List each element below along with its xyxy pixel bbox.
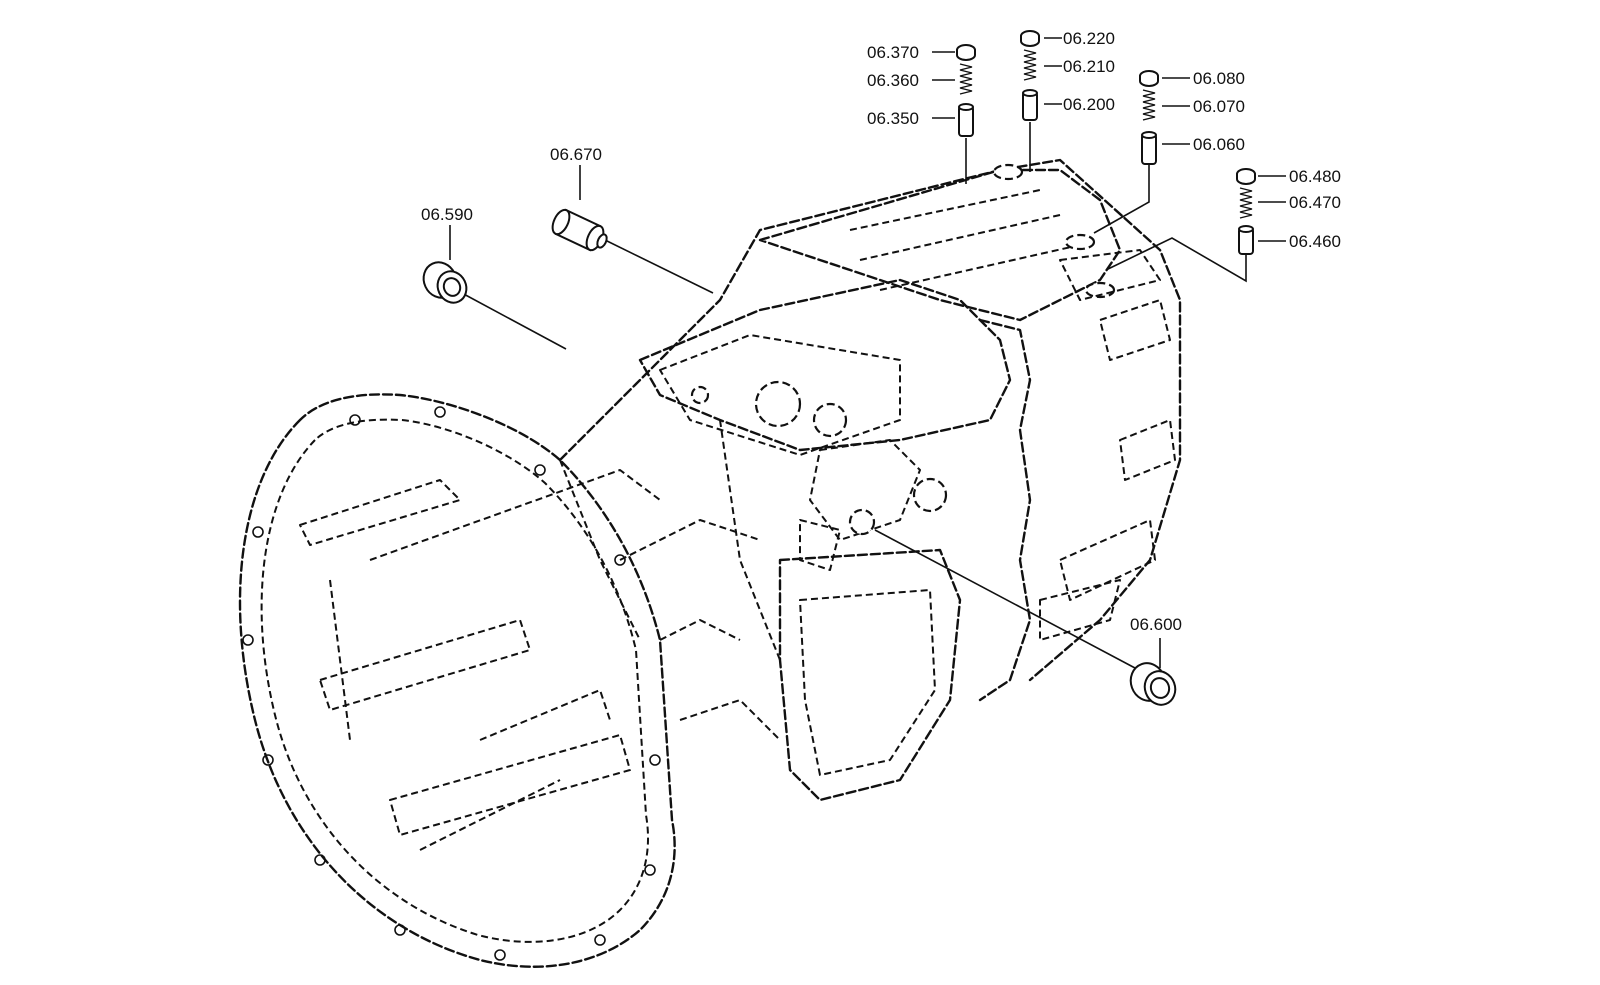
part-06-060-pin <box>1141 131 1157 165</box>
callout-06-470: 06.470 <box>1289 193 1341 212</box>
callout-06-220: 06.220 <box>1063 29 1115 48</box>
callout-06-600: 06.600 <box>1130 615 1182 634</box>
part-06-210-spring <box>1023 49 1037 81</box>
part-06-370-cap <box>956 44 976 61</box>
bell-housing-ribs <box>299 469 661 851</box>
lower-rear-case <box>778 548 962 802</box>
top-opening <box>659 334 901 456</box>
part-06-070-spring <box>1142 89 1156 121</box>
part-06-470-spring <box>1239 187 1253 219</box>
part-06-460-pin <box>1238 225 1254 255</box>
callout-06-460: 06.460 <box>1289 232 1341 251</box>
part-06-600-plug <box>1129 662 1177 706</box>
part-06-670-sleeve <box>551 208 608 252</box>
callout-labels: 06.370 06.360 06.350 06.220 06.210 06.20… <box>421 29 1341 634</box>
part-06-080-cap <box>1139 70 1159 87</box>
callout-06-590: 06.590 <box>421 205 473 224</box>
part-06-200-pin <box>1022 89 1038 121</box>
intermediate-flange <box>978 318 1032 702</box>
leader-lines <box>449 37 1286 669</box>
callout-06-210: 06.210 <box>1063 57 1115 76</box>
part-06-220-cap <box>1020 30 1040 47</box>
part-06-480-cap <box>1236 168 1256 185</box>
main-case-upper-shell <box>558 158 1182 682</box>
main-case-top-rail <box>638 278 1012 452</box>
callout-06-480: 06.480 <box>1289 167 1341 186</box>
callout-06-370: 06.370 <box>867 43 919 62</box>
part-06-350-pin <box>958 103 974 137</box>
part-06-360-spring <box>959 63 973 95</box>
callout-06-070: 06.070 <box>1193 97 1245 116</box>
callout-06-060: 06.060 <box>1193 135 1245 154</box>
callout-06-350: 06.350 <box>867 109 919 128</box>
callout-06-360: 06.360 <box>867 71 919 90</box>
transmission-housing <box>238 158 1182 968</box>
bell-housing-outer-flange <box>238 393 676 968</box>
part-06-590-plug <box>422 261 468 304</box>
callout-06-200: 06.200 <box>1063 95 1115 114</box>
callout-06-080: 06.080 <box>1193 69 1245 88</box>
bell-housing-inner-flange <box>260 418 649 943</box>
callout-06-670: 06.670 <box>550 145 602 164</box>
flange-bolt-holes <box>242 406 661 961</box>
